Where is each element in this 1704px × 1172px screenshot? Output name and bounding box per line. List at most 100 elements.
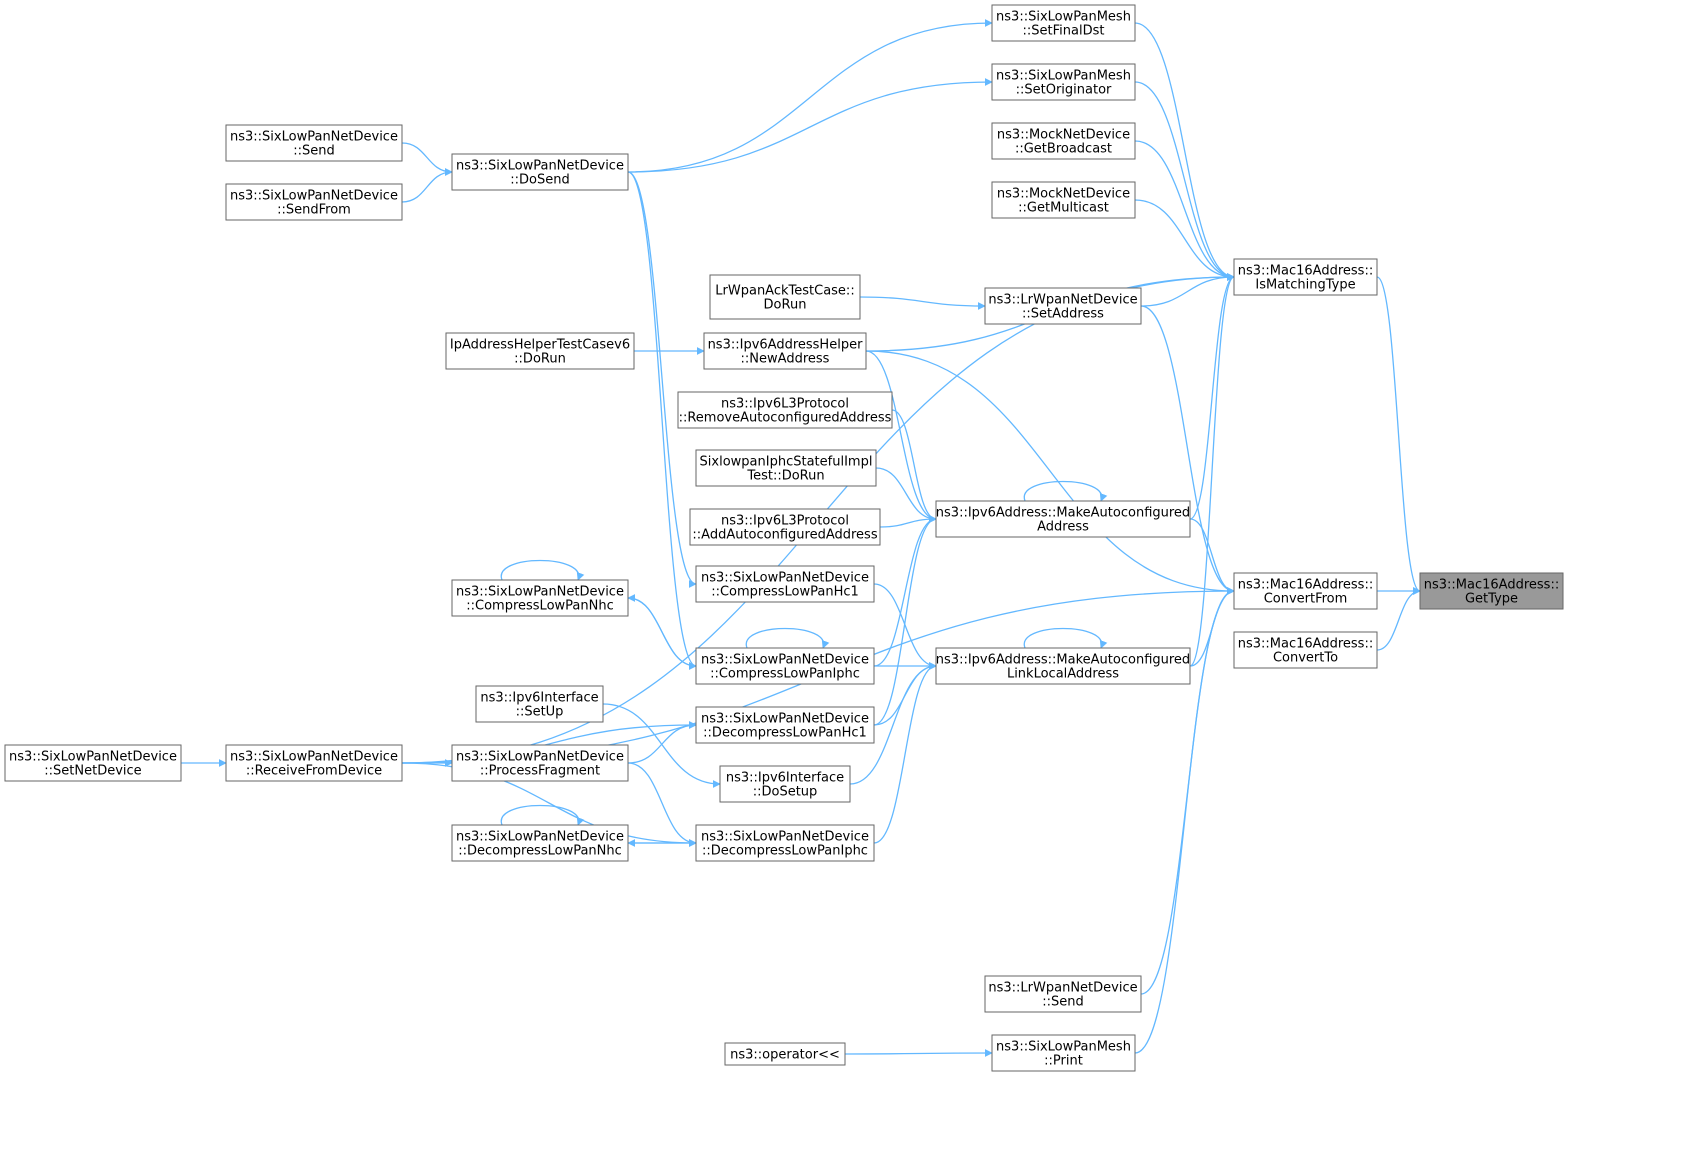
node-box <box>695 565 875 603</box>
edge-path <box>1023 627 1108 649</box>
node-label-line: ns3::SixLowPanNetDevice <box>230 189 398 204</box>
node-ismatchingtype[interactable]: ns3::Mac16Address::IsMatchingType <box>1233 258 1378 296</box>
node-makeautoaddr[interactable]: ns3::Ipv6Address::MakeAutoconfiguredAddr… <box>935 500 1191 538</box>
node-box <box>475 685 604 723</box>
node-setoriginator[interactable]: ns3::SixLowPanMesh::SetOriginator <box>991 63 1136 101</box>
node-newaddress[interactable]: ns3::Ipv6AddressHelper::NewAddress <box>703 332 867 370</box>
edge-path <box>1376 276 1421 595</box>
node-label-line: ns3::LrWpanNetDevice <box>988 293 1137 308</box>
edge-sixlow_send-to-dosend <box>401 142 453 176</box>
node-box <box>225 744 403 782</box>
node-box <box>225 124 403 162</box>
edge-makeautolinklocal-to-ismatchingtype <box>1189 273 1235 667</box>
node-box <box>225 183 403 221</box>
edge-getmulticast-to-ismatchingtype <box>1134 199 1235 281</box>
node-label-line: ns3::SixLowPanNetDevice <box>9 750 177 765</box>
node-box <box>451 824 629 862</box>
node-box <box>689 508 881 546</box>
edge-getbroadcast-to-ismatchingtype <box>1134 140 1235 281</box>
node-label-line: ::ProcessFragment <box>480 764 600 779</box>
node-sixlow_send[interactable]: ns3::SixLowPanNetDevice::Send <box>225 124 403 162</box>
nodes: ns3::Mac16Address::GetTypens3::Mac16Addr… <box>4 4 1564 1072</box>
node-label-line: ::DecompressLowPanHc1 <box>703 726 867 741</box>
node-lrwpan_setaddress[interactable]: ns3::LrWpanNetDevice::SetAddress <box>984 287 1142 325</box>
node-sixlow_sendfrom[interactable]: ns3::SixLowPanNetDevice::SendFrom <box>225 183 403 221</box>
node-label-line: ::SetUp <box>516 705 564 720</box>
node-dosend[interactable]: ns3::SixLowPanNetDevice::DoSend <box>451 153 629 191</box>
node-ipv6if_setup[interactable]: ns3::Ipv6Interface::SetUp <box>475 685 604 723</box>
node-lrwpan_send[interactable]: ns3::LrWpanNetDevice::Send <box>984 975 1142 1013</box>
edge-lrwpanack_dorun-to-lrwpan_setaddress <box>859 296 986 310</box>
node-label-line: DoRun <box>764 298 807 313</box>
node-operator_ll[interactable]: ns3::operator<< <box>724 1042 846 1066</box>
node-lrwpanack_dorun[interactable]: LrWpanAckTestCase::DoRun <box>709 274 861 320</box>
edge-sixlow_sendfrom-to-dosend <box>401 168 453 203</box>
edge-compressiphc-to-compressnhc <box>627 594 697 667</box>
node-label-line: ns3::MockNetDevice <box>997 128 1130 143</box>
node-label-line: ns3::SixLowPanNetDevice <box>701 830 869 845</box>
node-box <box>935 647 1191 685</box>
node-label-line: ::DoSetup <box>753 785 818 800</box>
edge-path <box>745 627 830 649</box>
node-compressnhc[interactable]: ns3::SixLowPanNetDevice::CompressLowPanN… <box>451 579 629 617</box>
node-compresshc1[interactable]: ns3::SixLowPanNetDevice::CompressLowPanH… <box>695 565 875 603</box>
node-setnetdevice[interactable]: ns3::SixLowPanNetDevice::SetNetDevice <box>4 744 182 782</box>
node-removeautoaddr[interactable]: ns3::Ipv6L3Protocol::RemoveAutoconfigure… <box>677 391 893 429</box>
node-label-line: ::SetOriginator <box>1016 83 1112 98</box>
node-getmulticast[interactable]: ns3::MockNetDevice::GetMulticast <box>991 181 1136 219</box>
edge-path <box>1189 273 1235 667</box>
edge-path <box>627 762 697 847</box>
edge-path <box>627 78 993 173</box>
node-label-line: ::DoRun <box>514 352 566 367</box>
node-label-line: ns3::SixLowPanMesh <box>996 69 1131 84</box>
edge-path <box>1134 81 1235 281</box>
node-ipv6if_dosetup[interactable]: ns3::Ipv6Interface::DoSetup <box>719 765 851 803</box>
node-mesh_print[interactable]: ns3::SixLowPanMesh::Print <box>991 1034 1136 1072</box>
node-label-line: ::DecompressLowPanIphc <box>702 844 868 859</box>
node-label-line: ns3::Ipv6Address::MakeAutoconfigured <box>936 506 1190 521</box>
node-label-line: ::SetFinalDst <box>1023 24 1105 39</box>
node-decompresshc1[interactable]: ns3::SixLowPanNetDevice::DecompressLowPa… <box>695 706 875 744</box>
node-box <box>991 122 1136 160</box>
edge-path <box>500 804 585 826</box>
node-box <box>695 706 875 744</box>
node-label-line: ::Send <box>293 144 335 159</box>
edge-path <box>602 703 721 788</box>
node-convertto[interactable]: ns3::Mac16Address::ConvertTo <box>1233 631 1378 669</box>
node-box <box>724 1042 846 1066</box>
node-label-line: ns3::Mac16Address:: <box>1238 264 1373 279</box>
node-makeautolinklocal[interactable]: ns3::Ipv6Address::MakeAutoconfiguredLink… <box>935 647 1191 685</box>
edge-setfinaldst-to-ismatchingtype <box>1134 22 1235 281</box>
edge-path <box>875 467 937 523</box>
node-label-line: ns3::SixLowPanMesh <box>996 1040 1131 1055</box>
node-box <box>695 824 875 862</box>
node-box <box>991 181 1136 219</box>
node-processfragment[interactable]: ns3::SixLowPanNetDevice::ProcessFragment <box>451 744 629 782</box>
node-label-line: ns3::Mac16Address:: <box>1424 578 1559 593</box>
edge-path <box>891 409 937 523</box>
node-decompressiphc[interactable]: ns3::SixLowPanNetDevice::DecompressLowPa… <box>695 824 875 862</box>
edge-path <box>1134 587 1235 1054</box>
edge-path <box>1140 305 1235 595</box>
node-setfinaldst[interactable]: ns3::SixLowPanMesh::SetFinalDst <box>991 4 1136 42</box>
edge-ipv6if_dosetup-to-makeautolinklocal <box>849 662 937 785</box>
node-label-line: ::DoSend <box>510 173 569 188</box>
node-receivefromdevice[interactable]: ns3::SixLowPanNetDevice::ReceiveFromDevi… <box>225 744 403 782</box>
node-label-line: ns3::SixLowPanNetDevice <box>701 712 869 727</box>
node-label-line: ::GetBroadcast <box>1015 142 1112 157</box>
node-label-line: ns3::Mac16Address:: <box>1238 578 1373 593</box>
node-addautoaddr[interactable]: ns3::Ipv6L3Protocol::AddAutoconfiguredAd… <box>689 508 881 546</box>
node-label-line: ::DecompressLowPanNhc <box>458 844 622 859</box>
node-box <box>709 274 861 320</box>
node-convertfrom[interactable]: ns3::Mac16Address::ConvertFrom <box>1233 572 1378 610</box>
node-label-line: ConvertFrom <box>1264 592 1348 607</box>
node-ipaddrhelper_dorun[interactable]: IpAddressHelperTestCasev6::DoRun <box>445 332 635 370</box>
edge-operator_ll-to-mesh_print <box>844 1049 993 1058</box>
edge-path <box>627 594 697 667</box>
node-compressiphc[interactable]: ns3::SixLowPanNetDevice::CompressLowPanI… <box>695 647 875 685</box>
node-getbroadcast[interactable]: ns3::MockNetDevice::GetBroadcast <box>991 122 1136 160</box>
node-box <box>935 500 1191 538</box>
node-box <box>1233 572 1378 610</box>
node-decompressnhc[interactable]: ns3::SixLowPanNetDevice::DecompressLowPa… <box>451 824 629 862</box>
